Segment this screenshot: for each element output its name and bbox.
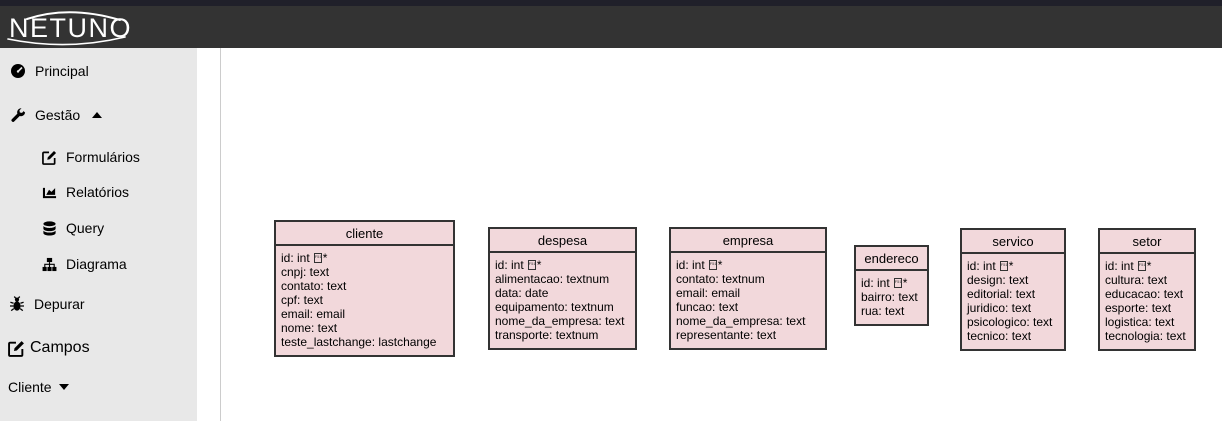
sidebar-item-campos[interactable]: Campos <box>8 339 90 357</box>
field-row: tecnico: text <box>967 329 1032 343</box>
entity-fields: id: intF511* alimentacao: textnum data: … <box>490 253 635 348</box>
sidebar-item-label: Campos <box>30 339 90 356</box>
sidebar-item-query[interactable]: Query <box>42 220 104 236</box>
entity-table-setor[interactable]: setor id: intF511* cultura: text educaca… <box>1098 228 1196 351</box>
sidebar-item-label: Diagrama <box>66 256 127 272</box>
field-row: nome_da_empresa: text <box>495 314 625 328</box>
field-row: alimentacao: textnum <box>495 272 610 286</box>
field-row: educacao: text <box>1105 287 1184 301</box>
field-row: rua: text <box>861 304 905 318</box>
wrench-icon <box>11 107 26 123</box>
field-row: editorial: text <box>967 287 1036 301</box>
edit-icon <box>42 150 57 165</box>
field-row: nome: text <box>281 321 338 335</box>
sidebar-item-label: Relatórios <box>66 184 130 200</box>
field-row: esporte: text <box>1105 301 1172 315</box>
entity-fields: id: intF511* design: text editorial: tex… <box>962 254 1064 349</box>
bug-icon <box>9 296 25 312</box>
key-asterisk: * <box>1146 259 1152 273</box>
field-row: transporte: textnum <box>495 328 599 342</box>
field-row: id: intF511* <box>1105 259 1152 273</box>
field-row: email: email <box>281 307 346 321</box>
sidebar-item-diagrama[interactable]: Diagrama <box>42 256 127 272</box>
field-row: id: intF511* <box>281 251 328 265</box>
field-row: contato: text <box>281 279 347 293</box>
entity-table-cliente[interactable]: cliente id: intF511* cnpj: text contato:… <box>274 220 455 357</box>
app-header: NETUNO <box>0 6 1222 48</box>
sidebar-item-relatorios[interactable]: Relatórios <box>42 184 129 200</box>
missing-glyph-box: F511 <box>1137 261 1146 271</box>
sidebar-item-label: Gestão <box>35 107 81 123</box>
entity-title: endereco <box>856 247 927 271</box>
entity-fields: id: intF511* cnpj: text contato: text cp… <box>276 246 453 355</box>
sidebar-item-gestao[interactable]: Gestão <box>11 107 103 123</box>
field-row: id: intF511* <box>861 276 908 290</box>
field-row: funcao: text <box>676 300 739 314</box>
field-row: cpf: text <box>281 293 324 307</box>
missing-glyph-box: F511 <box>313 253 322 263</box>
key-asterisk: * <box>902 276 908 290</box>
key-asterisk: * <box>536 258 542 272</box>
sitemap-icon <box>42 257 57 272</box>
sidebar-item-label: Formulários <box>66 149 140 165</box>
field-row: id: intF511* <box>495 258 542 272</box>
missing-glyph-box: F511 <box>708 260 717 270</box>
field-row: tecnologia: text <box>1105 329 1186 343</box>
field-row: data: date <box>495 286 549 300</box>
field-row: nome_da_empresa: text <box>676 314 806 328</box>
edit-icon <box>8 340 25 357</box>
field-row: logistica: text <box>1105 315 1175 329</box>
sidebar-item-label: Depurar <box>34 296 85 312</box>
field-row: psicologico: text <box>967 315 1053 329</box>
key-asterisk: * <box>717 258 723 272</box>
sidebar-item-depurar[interactable]: Depurar <box>9 296 85 312</box>
sidebar: Principal Gestão Formulários Relatórios … <box>0 48 197 421</box>
sidebar-item-cliente[interactable]: Cliente <box>8 379 69 395</box>
netuno-logo[interactable]: NETUNO <box>7 6 132 48</box>
entity-title: setor <box>1100 230 1194 254</box>
field-row: cnpj: text <box>281 265 330 279</box>
chart-area-icon <box>42 185 57 200</box>
sidebar-item-label: Principal <box>35 63 89 79</box>
missing-glyph-box: F511 <box>999 261 1008 271</box>
field-row: juridico: text <box>967 301 1032 315</box>
content-divider <box>220 48 221 421</box>
entity-fields: id: intF511* contato: textnum email: ema… <box>671 253 825 348</box>
tachometer-icon <box>10 63 26 79</box>
sidebar-item-principal[interactable]: Principal <box>10 63 89 79</box>
database-icon <box>42 220 57 236</box>
field-row: teste_lastchange: lastchange <box>281 335 437 349</box>
entity-table-servico[interactable]: servico id: intF511* design: text editor… <box>960 228 1066 351</box>
field-row: id: intF511* <box>967 259 1014 273</box>
entity-title: cliente <box>276 222 453 246</box>
field-row: cultura: text <box>1105 273 1168 287</box>
field-row: bairro: text <box>861 290 918 304</box>
entity-title: despesa <box>490 229 635 253</box>
sidebar-item-label: Query <box>66 220 105 236</box>
entity-title: servico <box>962 230 1064 254</box>
key-asterisk: * <box>1008 259 1014 273</box>
sidebar-item-formularios[interactable]: Formulários <box>42 149 140 165</box>
logo-text: NETUNO <box>9 13 132 43</box>
caret-up-icon <box>92 112 103 118</box>
entity-fields: id: intF511* bairro: text rua: text <box>856 271 927 324</box>
field-row: contato: textnum <box>676 272 765 286</box>
field-row: representante: text <box>676 328 777 342</box>
top-strip <box>0 0 1222 6</box>
field-row: equipamento: textnum <box>495 300 614 314</box>
caret-down-icon <box>58 384 69 390</box>
logo-swoosh-icon <box>7 11 126 46</box>
field-row: email: email <box>676 286 741 300</box>
field-row: design: text <box>967 273 1029 287</box>
field-row: id: intF511* <box>676 258 723 272</box>
sidebar-item-label: Cliente <box>8 379 52 395</box>
entity-title: empresa <box>671 229 825 253</box>
key-asterisk: * <box>322 251 328 265</box>
entity-table-empresa[interactable]: empresa id: intF511* contato: textnum em… <box>669 227 827 350</box>
missing-glyph-box: F511 <box>893 278 902 288</box>
entity-fields: id: intF511* cultura: text educacao: tex… <box>1100 254 1194 349</box>
entity-table-despesa[interactable]: despesa id: intF511* alimentacao: textnu… <box>488 227 637 350</box>
missing-glyph-box: F511 <box>527 260 536 270</box>
entity-table-endereco[interactable]: endereco id: intF511* bairro: text rua: … <box>854 245 929 326</box>
